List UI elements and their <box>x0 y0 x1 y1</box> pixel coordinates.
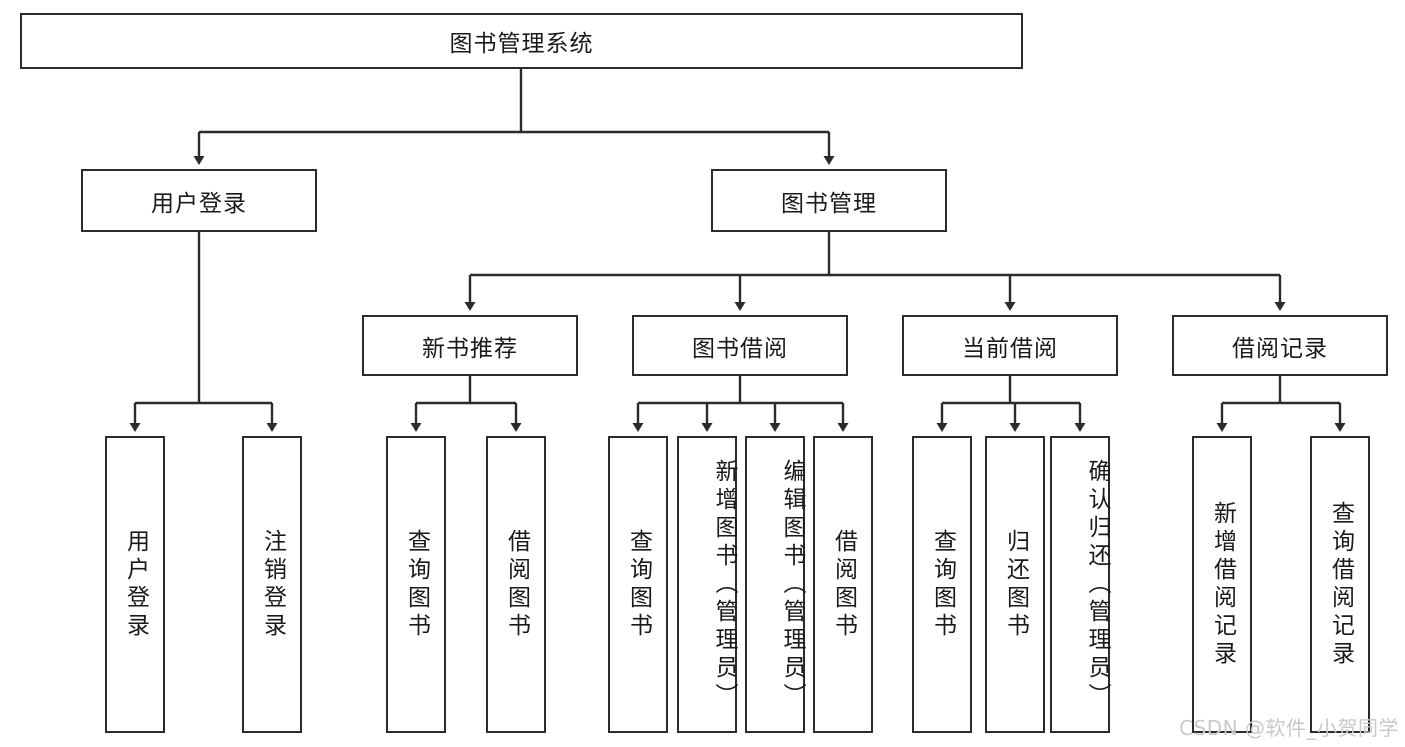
node-leaf-query-borrow-record-label: 查询借阅记录 <box>1327 500 1354 669</box>
node-new-book-recommend-label: 新书推荐 <box>422 335 518 362</box>
node-root[interactable]: 图书管理系统 <box>20 13 1023 69</box>
node-leaf-query-book-current[interactable]: 查询图书 <box>912 436 972 733</box>
node-leaf-add-book-label: 新增图书（管理员） <box>711 458 737 711</box>
node-leaf-return-book[interactable]: 归还图书 <box>985 436 1045 733</box>
node-leaf-user-login[interactable]: 用户登录 <box>105 436 165 733</box>
node-leaf-confirm-return[interactable]: 确认归还（管理员） <box>1050 436 1110 733</box>
node-leaf-logout-label: 注销登录 <box>259 528 286 641</box>
node-leaf-borrow-book-recommend[interactable]: 借阅图书 <box>486 436 546 733</box>
node-new-book-recommend[interactable]: 新书推荐 <box>362 315 578 376</box>
node-leaf-query-book-borrow[interactable]: 查询图书 <box>608 436 668 733</box>
node-leaf-return-book-label: 归还图书 <box>1002 528 1029 641</box>
node-leaf-add-borrow-record-label: 新增借阅记录 <box>1209 500 1236 669</box>
node-leaf-user-login-label: 用户登录 <box>122 528 149 641</box>
node-leaf-query-book-borrow-label: 查询图书 <box>625 528 652 641</box>
node-borrow-record[interactable]: 借阅记录 <box>1172 315 1388 376</box>
node-user-login-label: 用户登录 <box>151 190 247 217</box>
node-leaf-edit-book[interactable]: 编辑图书（管理员） <box>745 436 805 733</box>
node-current-borrow[interactable]: 当前借阅 <box>902 315 1118 376</box>
node-book-manage[interactable]: 图书管理 <box>711 169 947 232</box>
node-book-manage-label: 图书管理 <box>781 190 877 217</box>
node-leaf-query-book-recommend-label: 查询图书 <box>403 528 430 641</box>
node-leaf-query-book-current-label: 查询图书 <box>929 528 956 641</box>
node-leaf-add-borrow-record[interactable]: 新增借阅记录 <box>1192 436 1252 733</box>
node-leaf-logout[interactable]: 注销登录 <box>242 436 302 733</box>
node-borrow-record-label: 借阅记录 <box>1232 335 1328 362</box>
node-leaf-query-borrow-record[interactable]: 查询借阅记录 <box>1310 436 1370 733</box>
node-leaf-query-book-recommend[interactable]: 查询图书 <box>386 436 446 733</box>
node-leaf-add-book[interactable]: 新增图书（管理员） <box>677 436 737 733</box>
node-leaf-confirm-return-label: 确认归还（管理员） <box>1084 458 1110 711</box>
node-user-login[interactable]: 用户登录 <box>81 169 317 232</box>
node-leaf-borrow-book[interactable]: 借阅图书 <box>813 436 873 733</box>
watermark-text: CSDN @软件_小贺同学 <box>1179 716 1399 740</box>
node-leaf-borrow-book-recommend-label: 借阅图书 <box>503 528 530 641</box>
node-leaf-borrow-book-label: 借阅图书 <box>830 528 857 641</box>
node-root-label: 图书管理系统 <box>449 31 594 57</box>
node-book-borrow-label: 图书借阅 <box>692 335 788 362</box>
node-leaf-edit-book-label: 编辑图书（管理员） <box>779 458 805 711</box>
node-book-borrow[interactable]: 图书借阅 <box>632 315 848 376</box>
node-current-borrow-label: 当前借阅 <box>962 335 1058 362</box>
